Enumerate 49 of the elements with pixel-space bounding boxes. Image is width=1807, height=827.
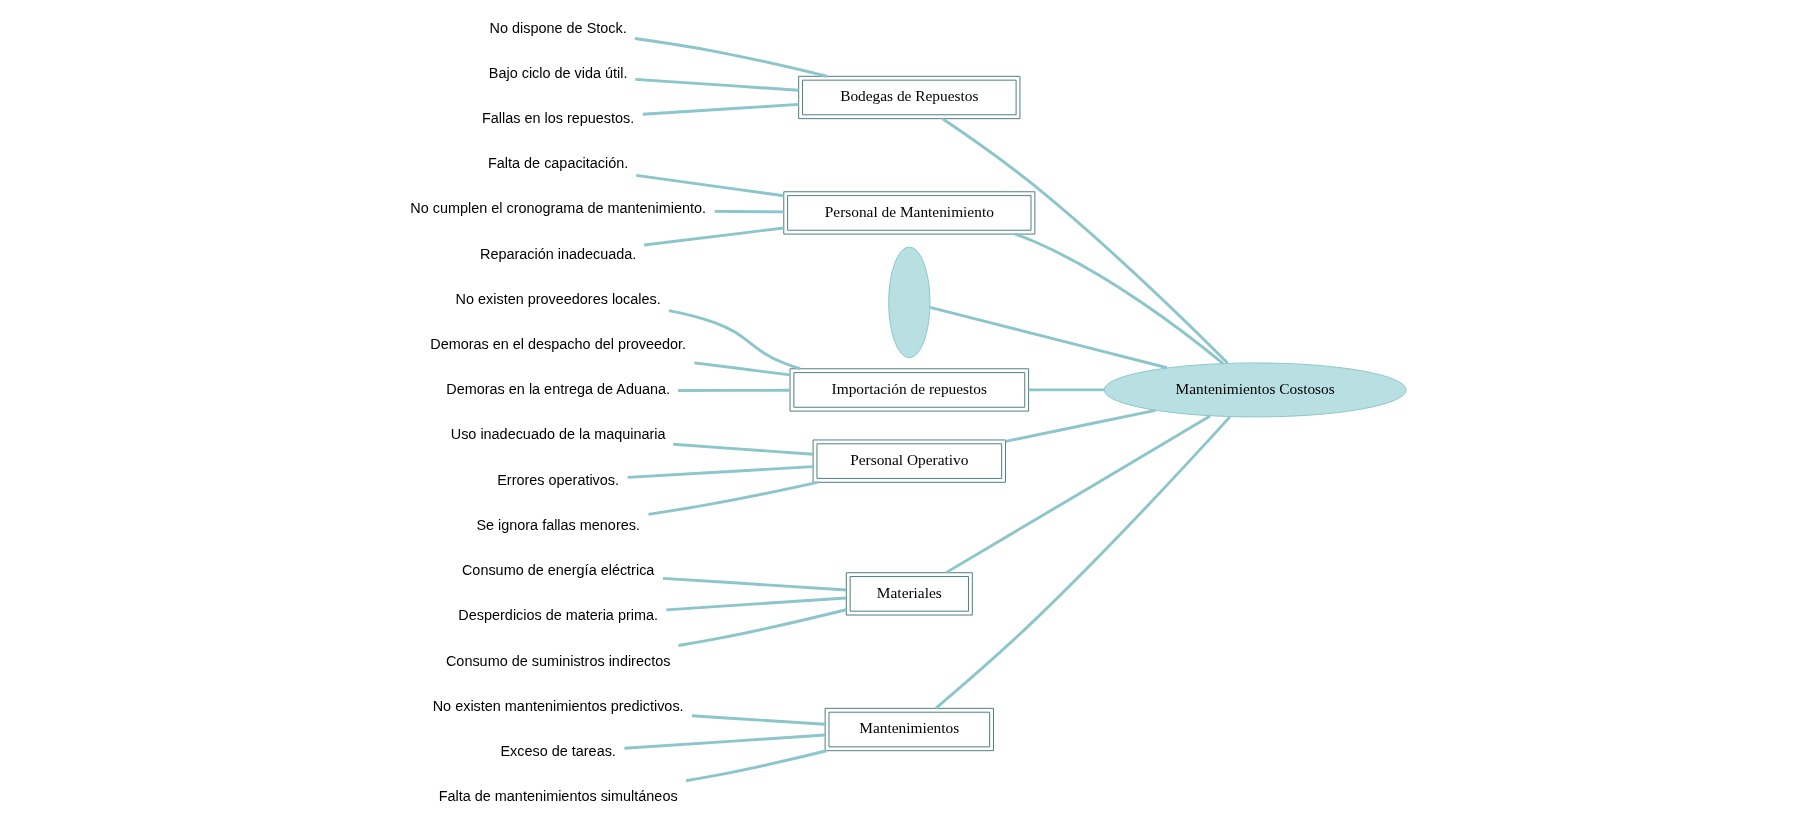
node-box: Materiales — [845, 572, 973, 616]
connector — [714, 209, 784, 214]
connector — [665, 596, 846, 612]
node-text: Se ignora fallas menores. — [475, 516, 640, 533]
node-text: Exceso de tareas. — [499, 742, 616, 759]
connector — [677, 388, 790, 392]
connector — [1028, 388, 1104, 392]
connector — [1004, 408, 1156, 443]
connector — [634, 37, 827, 78]
node-text: Bajo ciclo de vida útil. — [488, 64, 628, 81]
connector — [693, 361, 790, 377]
connector — [662, 576, 846, 592]
node-text: No existen proveedores locales. — [455, 290, 661, 307]
connector — [634, 78, 799, 92]
node-text: Falta de capacitación. — [487, 155, 628, 172]
connector — [647, 480, 818, 516]
node-text: Falta de mantenimientos simultáneos — [438, 788, 678, 805]
node-text: Fallas en los repuestos. — [481, 109, 634, 126]
node-text: No cumplen el cronograma de mantenimiento. — [409, 200, 706, 217]
connector — [691, 714, 825, 726]
node-box: Personal Operativo — [812, 439, 1006, 483]
connector — [643, 226, 784, 247]
node-text: Errores operativos. — [496, 471, 619, 488]
node-text: Consumo de energía eléctrica — [461, 562, 654, 579]
node-ellipse: Mantenimientos Costosos — [1103, 362, 1407, 418]
connector — [668, 309, 800, 371]
node-crescent — [887, 246, 930, 359]
node-text: Reparación inadecuada. — [479, 245, 636, 262]
connector — [944, 414, 1211, 574]
connector — [672, 442, 813, 456]
connector — [929, 306, 1167, 370]
connector — [941, 117, 1229, 364]
connector — [677, 608, 847, 647]
node-box: Mantenimientos — [824, 707, 994, 752]
connector — [685, 749, 827, 783]
node-text: Consumo de suministros indirectos — [445, 652, 670, 669]
connector — [934, 415, 1231, 710]
node-text: Demoras en el despacho del proveedor. — [429, 336, 686, 353]
node-text: No existen mantenimientos predictivos. — [432, 697, 684, 714]
node-text: Uso inadecuado de la maquinaria — [450, 426, 666, 443]
connector — [1013, 232, 1224, 365]
node-box: Personal de Mantenimiento — [782, 191, 1035, 235]
connector — [623, 733, 825, 750]
node-text: Demoras en la entrega de Aduana. — [445, 381, 670, 398]
node-text: No dispone de Stock. — [489, 19, 627, 36]
connector — [642, 103, 799, 116]
connector — [635, 174, 784, 198]
connector — [627, 465, 813, 479]
node-text: Desperdicios de materia prima. — [457, 607, 658, 624]
